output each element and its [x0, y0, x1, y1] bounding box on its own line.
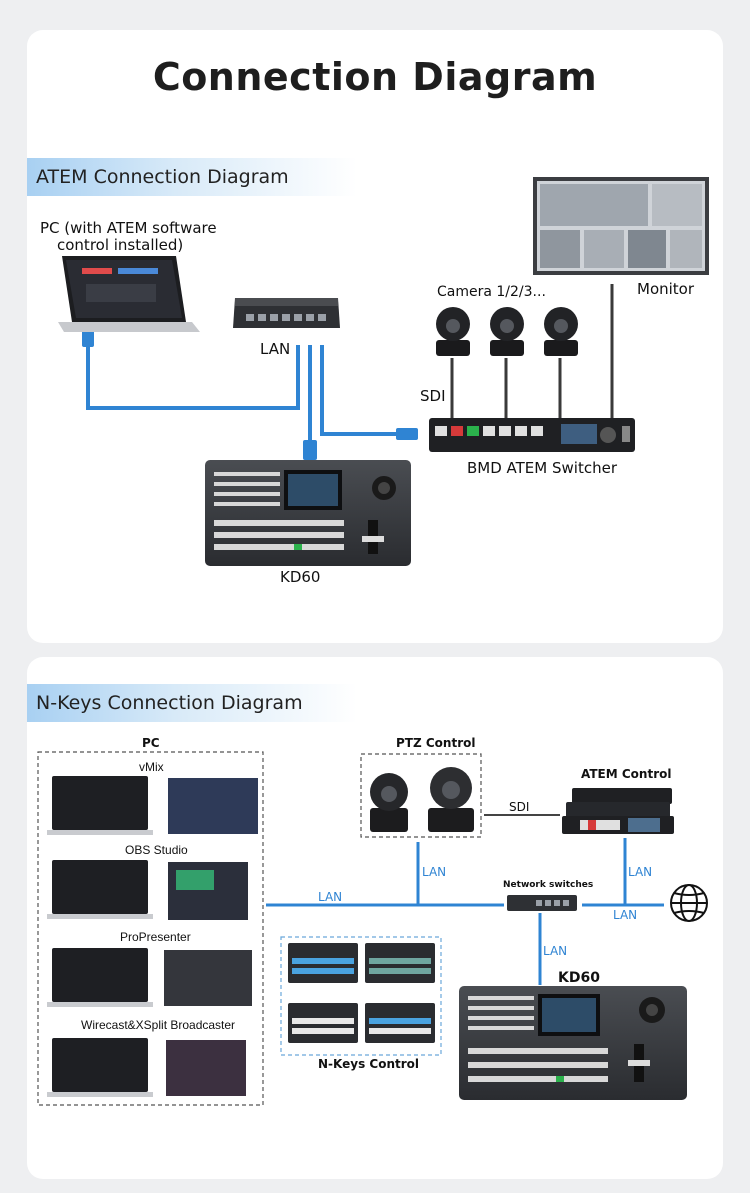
ptz-camera-icon [544, 307, 578, 356]
kd60-label: KD60 [280, 568, 321, 586]
network-switch-icon [507, 895, 577, 911]
pc-group-label: PC [142, 736, 160, 750]
lan-label-internet: LAN [613, 908, 638, 922]
pc-label-line2: control installed) [57, 236, 184, 254]
switcher-label: BMD ATEM Switcher [467, 459, 617, 477]
monitor-label: Monitor [637, 280, 695, 298]
software-label-propresenter: ProPresenter [120, 930, 191, 944]
software-laptop-icon [47, 776, 258, 835]
atem-lan-cables [86, 345, 400, 440]
software-label-wirecast: Wirecast&XSplit Broadcaster [81, 1018, 236, 1032]
rj45-plug [396, 428, 418, 440]
lan-label-ptz: LAN [422, 865, 447, 879]
kd60-controller-icon [205, 460, 411, 566]
sdi-label-2: SDI [509, 800, 530, 814]
pc-label: PC (with ATEM software [40, 219, 217, 237]
atem-switcher-icon [429, 418, 635, 452]
page-title: Connection Diagram [152, 55, 598, 99]
software-laptop-icon [47, 1038, 246, 1097]
pc-laptop-icon [58, 256, 200, 332]
ptz-camera-icon [428, 767, 474, 832]
cameras-label: Camera 1/2/3... [437, 284, 546, 300]
software-label-obs: OBS Studio [125, 843, 188, 857]
ptz-control-label: PTZ Control [396, 736, 476, 750]
software-label-vmix: vMix [139, 760, 164, 774]
kd60-controller-icon [459, 986, 687, 1100]
pc-group-box [37, 751, 264, 1106]
rj45-plug [303, 440, 317, 460]
nkeys-lan-cables [266, 838, 664, 985]
sdi-label: SDI [420, 387, 446, 405]
nkeys-group-box [280, 936, 442, 1056]
ptz-camera-icon [370, 773, 408, 832]
globe-icon [670, 884, 708, 922]
ptz-camera-icon [490, 307, 524, 356]
network-switch-icon [233, 298, 340, 328]
nkeys-section-banner [27, 684, 357, 722]
nkeys-section-title: N-Keys Connection Diagram [36, 692, 303, 714]
atem-control-stack-icon [562, 788, 674, 834]
sdi-cables [450, 284, 614, 420]
lan-label-kd60: LAN [543, 944, 568, 958]
monitor-icon [533, 177, 709, 275]
ptz-camera-icon [436, 307, 470, 356]
atem-control-label: ATEM Control [581, 767, 672, 781]
kd60-label-2: KD60 [558, 970, 600, 986]
ptz-group-box [360, 753, 482, 838]
network-switches-label: Network switches [503, 880, 594, 890]
software-laptop-icon [47, 860, 248, 920]
lan-label-atem: LAN [628, 865, 653, 879]
lan-label: LAN [260, 340, 291, 358]
nkeys-control-label: N-Keys Control [318, 1057, 419, 1071]
nkeys-panel-icon [288, 1003, 358, 1043]
atem-section-title: ATEM Connection Diagram [36, 166, 289, 188]
lan-label-pc: LAN [318, 890, 343, 904]
software-laptop-icon [47, 948, 252, 1007]
atem-section-banner [27, 158, 357, 196]
nkeys-panel-icon [365, 943, 435, 983]
nkeys-panel-icon [288, 943, 358, 983]
nkeys-panel-icon [365, 1003, 435, 1043]
